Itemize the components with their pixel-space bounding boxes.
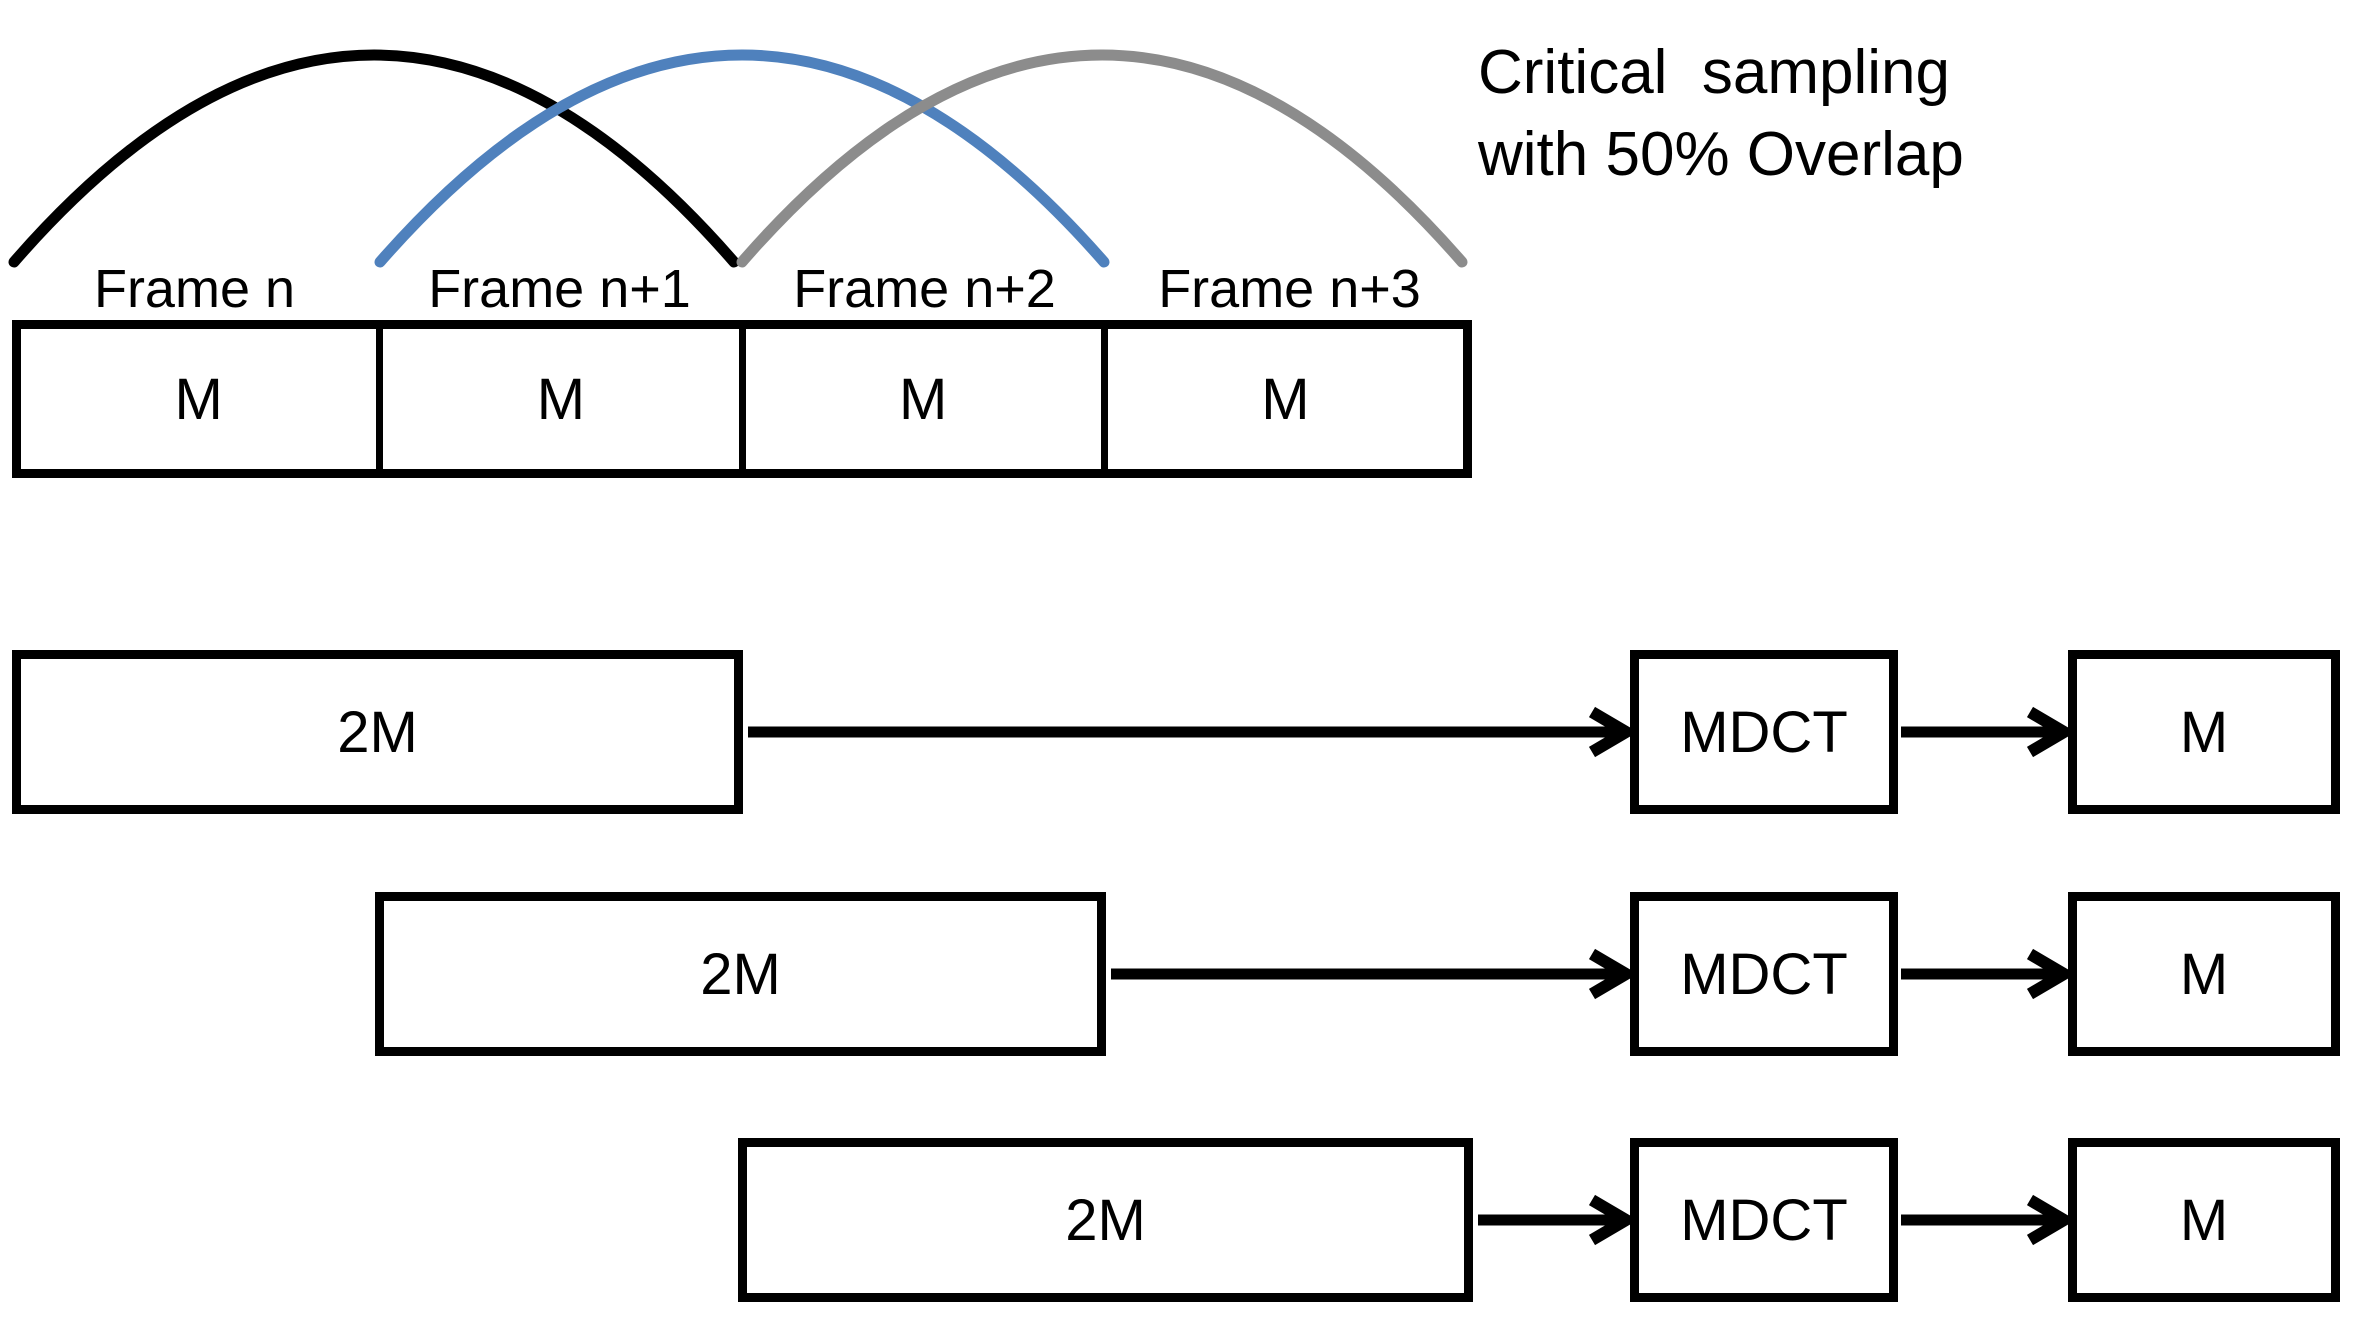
arrow-mdct-row2-to-m	[1901, 948, 2076, 1000]
input-block-label: 2M	[337, 699, 418, 765]
arrow-mdct-row3-to-m	[1901, 1194, 2076, 1246]
arrow-2m-row1-to-mdct	[748, 706, 1638, 758]
frames-strip: M M M M	[12, 320, 1472, 478]
arrow-head	[1588, 1194, 1638, 1246]
input-block-label: 2M	[700, 941, 781, 1007]
title-text: Critical sampling with 50% Overlap	[1478, 38, 1964, 189]
input-block-label: 2M	[1065, 1187, 1146, 1253]
arrow-head	[1588, 948, 1638, 1000]
output-block-label: M	[2179, 1187, 2229, 1253]
window-curve-frame-n1	[374, 49, 1110, 268]
frame-label-n1: Frame n+1	[428, 259, 691, 319]
mdct-block-row2: MDCT	[1630, 892, 1898, 1056]
input-block-2m-row2: 2M	[375, 892, 1106, 1056]
frame-cell-n3: M	[1108, 329, 1463, 469]
input-block-2m-row1: 2M	[12, 650, 743, 814]
frame-label-n3: Frame n+3	[1158, 259, 1421, 319]
window-curve-frame-n	[8, 49, 740, 268]
mdct-block-label: MDCT	[1680, 941, 1848, 1007]
frame-label-n: Frame n	[93, 259, 296, 319]
output-block-m-row3: M	[2068, 1138, 2340, 1302]
arrow-2m-row2-to-mdct	[1111, 948, 1638, 1000]
arrow-head	[1588, 706, 1638, 758]
mdct-block-row1: MDCT	[1630, 650, 1898, 814]
frame-cell-label: M	[536, 366, 586, 432]
mdct-block-label: MDCT	[1680, 699, 1848, 765]
frame-cell-label: M	[898, 366, 948, 432]
frame-labels-row: Frame n Frame n+1 Frame n+2 Frame n+3	[12, 260, 1472, 318]
frame-cell-n1: M	[383, 329, 746, 469]
arrow-2m-row3-to-mdct	[1478, 1194, 1638, 1246]
frame-label-n2: Frame n+2	[793, 259, 1056, 319]
arrow-head	[2026, 948, 2076, 1000]
output-block-label: M	[2179, 699, 2229, 765]
mdct-block-row3: MDCT	[1630, 1138, 1898, 1302]
input-block-2m-row3: 2M	[738, 1138, 1473, 1302]
frame-cell-n2: M	[746, 329, 1108, 469]
window-curve-frame-n2	[736, 49, 1468, 268]
frame-cell-label: M	[1261, 366, 1310, 432]
frame-cell-n: M	[21, 329, 384, 469]
arrow-head	[2026, 706, 2076, 758]
arrow-head	[2026, 1194, 2076, 1246]
output-block-m-row2: M	[2068, 892, 2340, 1056]
frame-cell-label: M	[174, 366, 223, 432]
arrow-mdct-row1-to-m	[1901, 706, 2076, 758]
output-block-label: M	[2179, 941, 2229, 1007]
mdct-block-label: MDCT	[1680, 1187, 1848, 1253]
output-block-m-row1: M	[2068, 650, 2340, 814]
